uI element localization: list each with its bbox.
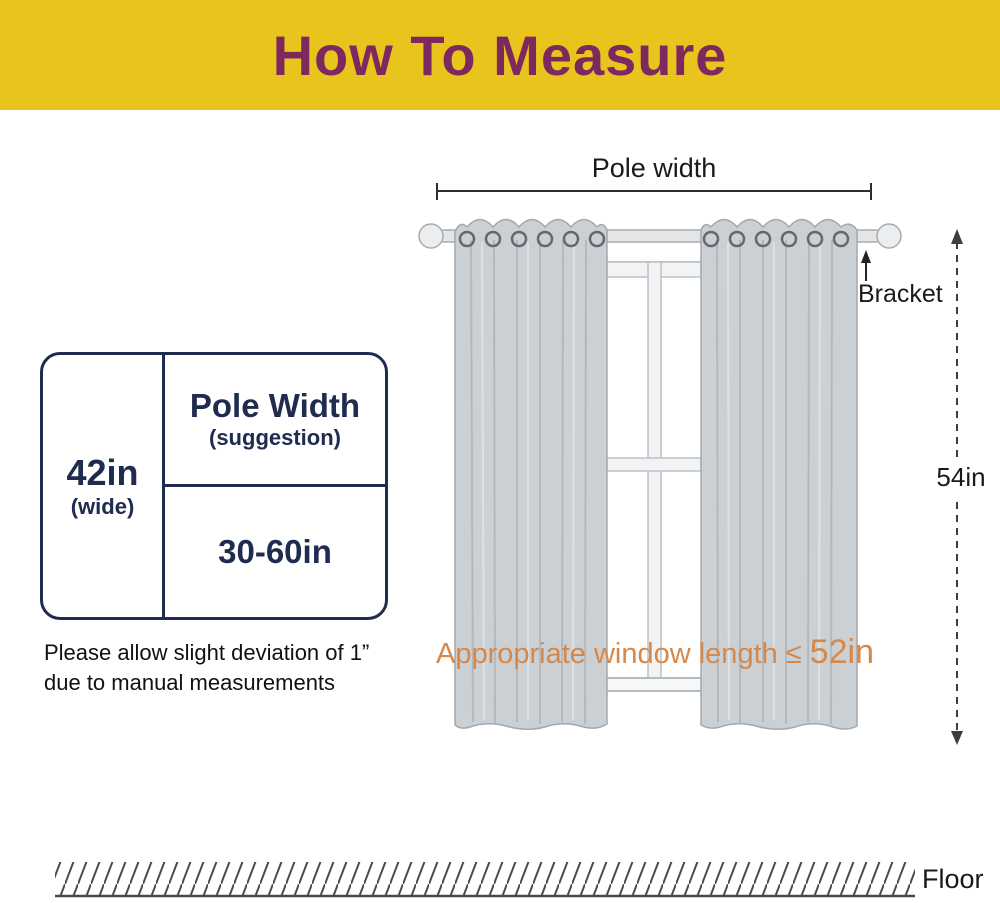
right-curtain-panel xyxy=(700,218,858,730)
page-title: How To Measure xyxy=(272,23,728,87)
spec-width-value: 42in xyxy=(66,452,139,494)
size-spec-box: 42in (wide) Pole Width (suggestion) 30-6… xyxy=(40,352,388,620)
spec-right-column: Pole Width (suggestion) 30-60in xyxy=(165,355,385,617)
left-curtain-panel xyxy=(454,218,608,730)
window xyxy=(595,261,713,692)
window-length-note: Appropriate window length ≤52in xyxy=(415,633,895,672)
spec-width-note: (wide) xyxy=(70,493,135,519)
length-measure-line xyxy=(951,229,963,745)
curtain-rings xyxy=(458,230,850,248)
floor-hatch xyxy=(55,862,915,898)
spec-pole-width-title: Pole Width xyxy=(189,387,361,425)
pole-width-measure-line xyxy=(436,183,872,200)
bracket-label: Bracket xyxy=(858,280,943,308)
window-length-note-text: Appropriate window length ≤ xyxy=(435,638,802,670)
spec-range-value: 30-60in xyxy=(218,533,332,571)
length-54in-label: 54in xyxy=(928,458,994,497)
pole-width-label: Pole width xyxy=(591,153,717,183)
spec-width-cell: 42in (wide) xyxy=(43,355,165,617)
spec-pole-width-subtitle: (suggestion) xyxy=(209,425,341,451)
measurement-disclaimer: Please allow slight deviation of 1” due … xyxy=(44,638,444,697)
window-length-note-value: 52in xyxy=(809,633,875,671)
spec-pole-width-cell: Pole Width (suggestion) xyxy=(165,355,385,487)
spec-range-cell: 30-60in xyxy=(165,487,385,617)
disclaimer-line2: due to manual measurements xyxy=(44,669,336,695)
rod-finial-left xyxy=(418,223,444,249)
title-banner: How To Measure xyxy=(0,0,1000,110)
floor-label: Floor xyxy=(922,864,984,894)
bracket-arrow xyxy=(861,250,871,281)
rod-finial-right xyxy=(876,223,902,249)
disclaimer-line1: Please allow slight deviation of 1” xyxy=(44,640,370,665)
